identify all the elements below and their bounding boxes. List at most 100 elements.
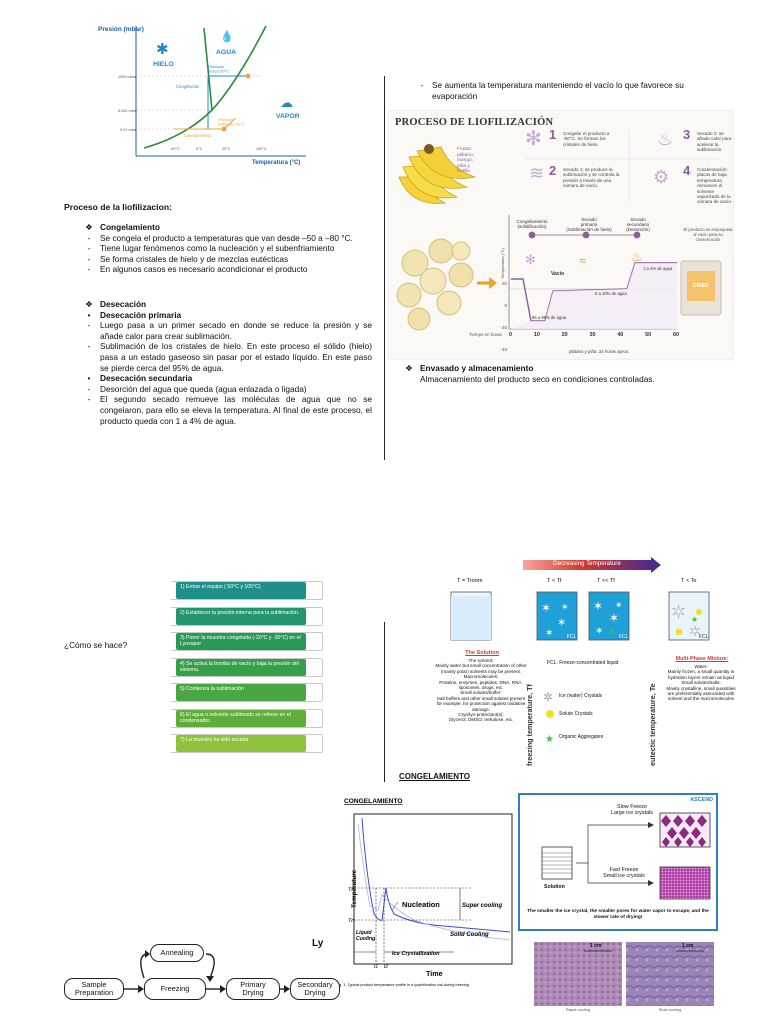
water-loss-3: 1 a 4% de agua	[643, 266, 673, 271]
envasado-heading: Envasado y almacenamiento	[420, 363, 534, 373]
phase-vapor: VAPOR	[276, 113, 300, 120]
congelamiento-heading: Congelamiento	[100, 222, 160, 232]
snowflake-icon: ✻	[525, 128, 542, 150]
phase-diagram-svg: Presión (mbar) Temperatura (°C) 1000 mba…	[98, 25, 306, 166]
svg-text:✶: ✶	[545, 628, 553, 639]
svg-text:✶: ✶	[689, 623, 701, 639]
svg-text:✶: ✶	[541, 601, 551, 615]
svg-text:✶: ✶	[561, 602, 569, 612]
freezing-curve-svg: CONGELAMIENTO Temperature Time Tf Tn t1 …	[336, 798, 513, 987]
diamond-bullet-icon: ❖	[85, 299, 93, 309]
step-num-1: 1	[549, 127, 557, 142]
primaria-heading: Desecación primaria	[100, 309, 182, 320]
step-frame	[171, 683, 323, 702]
x-tick-m40: -40°C	[170, 147, 180, 151]
label-t1: t1	[374, 964, 378, 970]
steam-icon: ≋	[529, 163, 544, 183]
fcl-label-3: FCL	[699, 634, 709, 640]
congelamiento-section: ❖ Congelamiento -Se congela el producto a…	[84, 222, 372, 275]
banana-bunch-image	[398, 144, 477, 204]
phase-ylabel: Presión (mbar)	[98, 26, 144, 33]
label-solid-cooling: Solid Cooling	[450, 932, 489, 938]
step-num-4: 4	[683, 163, 691, 178]
label-tn: Tn	[348, 918, 354, 924]
svg-text:★: ★	[545, 734, 554, 745]
multiphase-text: Water: Mainly frozen, a small quantity i…	[666, 664, 736, 702]
step-text-1: Congelar el producto a -50°C. Se forman …	[563, 131, 610, 147]
phase-ice: HIELO	[153, 61, 174, 68]
step-item-4: 4) Se activa la bomba de vacío y baja la…	[176, 658, 306, 676]
eutectic-temp-label: eutectic temperature, Te	[648, 683, 657, 766]
step-num-2: 2	[549, 163, 557, 178]
primaria-heading-row: •Desecación primaria	[84, 310, 372, 321]
step-item-3: 3) Poner la muestra congelada (-20°C y -…	[176, 633, 306, 650]
phase-freezing-label: Congelamiento (solidificación)	[516, 219, 548, 230]
chart-ylabel: Temperature	[351, 869, 358, 908]
label-nucleation: Nucleation	[402, 900, 440, 909]
solution-title: The Solution	[465, 650, 499, 656]
column-divider	[384, 76, 385, 460]
list-item: -Luego pasa a un primer secado en donde …	[87, 320, 372, 341]
y-tick-001: 0.01 mbar	[120, 128, 138, 132]
step-text-4: Condensación: placas de baja temperatura…	[697, 167, 733, 205]
y-tick-1000: 1000 mbar	[118, 75, 137, 79]
legend-ice: Ice (water) Crystals	[559, 693, 603, 699]
step-text-3: Secado 2: se añade calor para acelerar l…	[697, 131, 732, 153]
scale-label-2: 1 cm	[682, 943, 694, 949]
list-item: -El segundo secado remueve las moléculas…	[87, 394, 372, 426]
infographic-xlabel: Tiempo en horas	[469, 332, 502, 337]
desecacion-section: ❖ Desecación •Desecación primaria -Luego …	[84, 299, 372, 426]
phase-secondary-label: Secado secundario (Desorción)	[626, 217, 650, 233]
freezing-phases-diagram: ✶✶✶✶ ✶✶✶✶ ✶✶ ★★ freezing temperature, Tf…	[399, 556, 739, 768]
how-question: ¿Cómo se hace?	[64, 640, 128, 650]
svg-text:≈: ≈	[579, 253, 586, 268]
solution-text: The solvent: Mainly water but small conc…	[435, 658, 527, 723]
phase-primary-label: Secado primario (Sublimación de hielo)	[566, 217, 612, 233]
fast-freeze-label: Fast Freeze Small ice crystals	[603, 867, 645, 880]
diamond-bullet-icon: ❖	[85, 222, 93, 232]
col-label-tf: T < Tf	[547, 578, 562, 584]
desecacion-heading-row: ❖ Desecación	[84, 299, 372, 310]
svg-text:♨: ♨	[631, 249, 643, 264]
svg-text:✶: ✶	[543, 690, 553, 704]
envasado-section: ❖Envasado y almacenamiento Almacenamient…	[405, 363, 718, 384]
infographic-title: PROCESO DE LIOFILIZACIÓN	[395, 117, 554, 128]
multiphase-title: Multi-Phase Mixture:	[675, 656, 729, 662]
freezing-temp-label: freezing temperature, Tf	[525, 684, 534, 766]
step-frame	[171, 606, 323, 626]
ice-crystal-panel: ASCEND Solution Slow Freeze Large ice cr…	[518, 793, 718, 931]
process-title: Proceso de la liofilizacion:	[64, 202, 172, 212]
solution-label: Solution	[544, 884, 565, 890]
svg-text:✻: ✻	[525, 252, 536, 267]
brand-logo: ASCEND	[690, 797, 713, 803]
micrographs: 1 cm 1 cm Rapid cooling Slow cooling	[534, 942, 714, 1016]
step-frame	[171, 657, 323, 677]
step-frame	[171, 708, 323, 728]
col-label-te: T < Te	[681, 578, 697, 584]
secundaria-heading: Desecación secundaria	[100, 373, 193, 384]
list-item: -Se congela el producto a temperaturas q…	[87, 232, 353, 243]
step-item-6: 6) El agua o solvente sublimado se retie…	[176, 709, 306, 727]
desecacion-heading: Desecación	[100, 299, 147, 309]
phase-diagram: Presión (mbar) Temperatura (°C) 1000 mba…	[96, 18, 311, 166]
col-label-tff: T << Tf	[597, 578, 615, 584]
legend-solute: Solute Crystals	[559, 711, 593, 717]
svg-text:✶: ✶	[609, 611, 619, 625]
svg-text:DRIED: DRIED	[693, 283, 709, 289]
step-item-7: 7) La muestra ha sido secada	[176, 735, 306, 752]
svg-text:★: ★	[609, 627, 616, 636]
primary-drying-box: Primary Drying	[226, 978, 280, 1000]
list-item: -Sublimación de los cristales de hielo. …	[87, 341, 372, 373]
infographic-footer: plátano y piña: 34 horas aprox.	[569, 349, 630, 354]
congelamiento-heading-row: ❖ Congelamiento	[84, 222, 372, 233]
step-item-2: 2) Establecer la presión interna para la…	[176, 607, 306, 625]
fruits-label: Frutas: plátano, mango, piña y frutilla	[457, 147, 475, 175]
water-drop-icon: 💧	[220, 30, 234, 43]
step-item-1: 1) Entrar el equipo ( 50°C y 105°C)	[176, 582, 306, 599]
caption-slow: Slow cooling	[658, 1007, 682, 1012]
column-divider	[384, 622, 385, 782]
